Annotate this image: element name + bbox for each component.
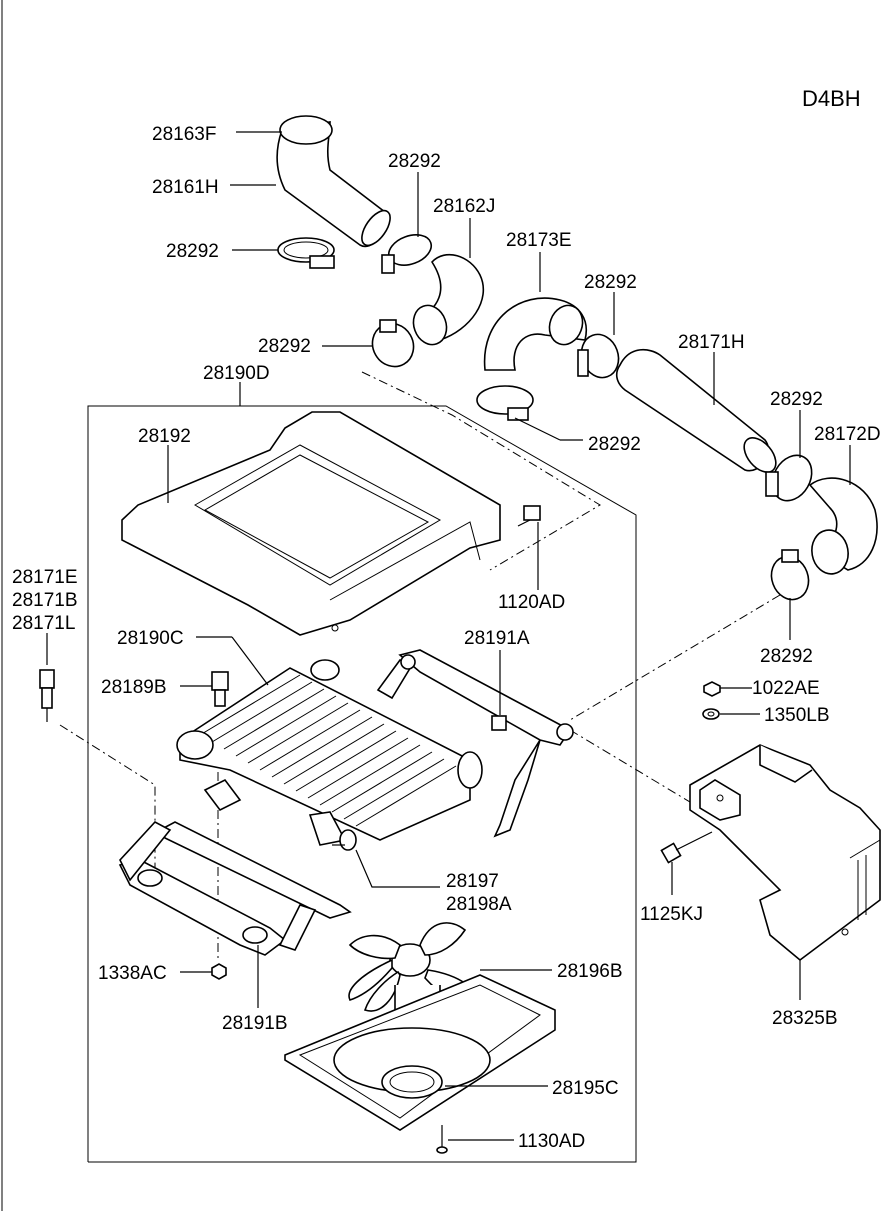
hose-28161H (276, 115, 391, 248)
label-28292-a: 28292 (166, 241, 219, 262)
label-28196B: 28196B (557, 961, 623, 982)
label-28292-f: 28292 (770, 389, 823, 410)
bolt-28189B (211, 671, 229, 707)
label-28189B: 28189B (101, 677, 167, 698)
label-1022AE: 1022AE (752, 678, 820, 699)
label-28171B: 28171B (12, 590, 78, 611)
label-28292-d: 28292 (258, 336, 311, 357)
label-28171L: 28171L (12, 613, 75, 634)
sensor-28197 (332, 829, 357, 851)
label-28292-b: 28292 (388, 151, 441, 172)
label-28191B: 28191B (222, 1013, 288, 1034)
screw-1130AD (436, 1125, 448, 1154)
clamp-28292-e (577, 333, 620, 379)
washer-1350LB (702, 708, 720, 720)
assembly-frame (87, 382, 637, 1163)
duct-28325B (689, 744, 881, 962)
label-28197: 28197 (446, 871, 499, 892)
nut-1338AC (211, 963, 227, 980)
label-28171H: 28171H (678, 332, 745, 353)
hose-28162J (412, 253, 485, 346)
label-1125KJ: 1125KJ (640, 904, 703, 925)
label-28195C: 28195C (552, 1078, 619, 1099)
label-1120AD: 1120AD (498, 592, 565, 613)
clamp-28292-g (770, 549, 810, 601)
label-28171E: 28171E (12, 567, 78, 588)
label-28162J: 28162J (433, 196, 495, 217)
label-28192: 28192 (138, 426, 191, 447)
label-28172D: 28172D (814, 424, 881, 445)
label-1338AC: 1338AC (98, 963, 167, 984)
clamp-28292-b (381, 234, 433, 274)
label-28173E: 28173E (506, 230, 572, 251)
bolt-1120AD (517, 505, 541, 527)
bracket-28191A (376, 649, 574, 838)
hose-28172D (808, 477, 878, 575)
label-28198A: 28198A (446, 894, 512, 915)
bolt-1125KJ (660, 831, 713, 864)
clamp-28292-c (371, 319, 415, 368)
bracket-28191B (118, 821, 352, 956)
label-1350LB: 1350LB (764, 705, 830, 726)
label-28190D: 28190D (203, 363, 270, 384)
engine-code: D4BH (802, 86, 861, 111)
bolt-28171 (39, 669, 55, 722)
label-28161H: 28161H (152, 177, 219, 198)
intercooler-28190C (176, 659, 483, 846)
hose-28171H (615, 349, 777, 473)
nut-1022AE (703, 681, 721, 697)
label-28191A: 28191A (464, 628, 530, 649)
leader-28197 (355, 849, 440, 888)
label-28325B: 28325B (772, 1008, 838, 1029)
leader-28190C-d (231, 636, 269, 686)
hose-28173E (483, 297, 587, 371)
label-28292-g: 28292 (760, 646, 813, 667)
clamp-28292-d (476, 385, 534, 421)
label-28292-c: 28292 (584, 272, 637, 293)
label-28163F: 28163F (152, 124, 216, 145)
clamp-28292-f (765, 454, 813, 502)
label-1130AD: 1130AD (518, 1131, 585, 1152)
top-leader-lines (230, 131, 851, 640)
cover-28192 (121, 411, 501, 636)
label-28292-e: 28292 (588, 434, 641, 455)
label-28190C: 28190C (117, 628, 184, 649)
clamp-28292-a (277, 237, 335, 269)
shroud-28195C (284, 974, 556, 1131)
